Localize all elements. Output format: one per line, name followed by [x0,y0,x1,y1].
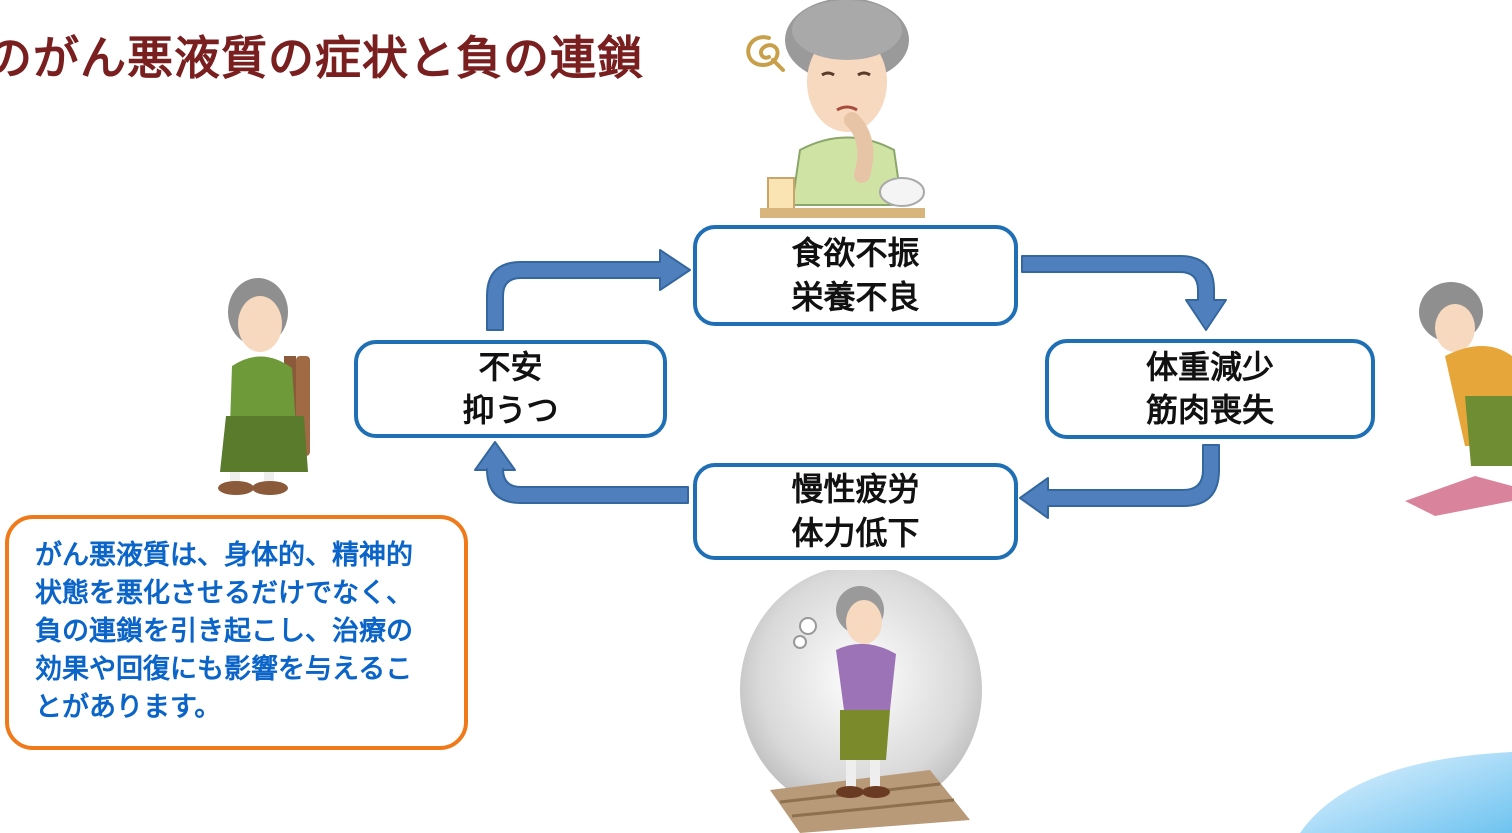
explanation-note: がん悪液質は、身体的、精神的 状態を悪化させるだけでなく、 負の連鎖を引き起こし… [5,515,468,750]
woman-eating-illustration [760,0,925,218]
node-line: 体力低下 [791,513,920,552]
node-line: 栄養不良 [791,277,920,316]
woman-on-stairs-illustration [740,570,982,833]
node-line: 食欲不振 [791,234,920,273]
node-fatigue: 慢性疲労 体力低下 [693,463,1018,560]
note-line: 負の連鎖を引き起こし、治療の [35,616,413,647]
node-appetite-loss: 食欲不振 栄養不良 [693,225,1018,326]
arrow-fatigue-to-anxiety [474,441,689,504]
node-line: 慢性疲労 [791,470,920,509]
arrow-weight-to-fatigue [1019,444,1220,519]
node-line: 抑うつ [462,391,559,429]
woman-sitting-chair-illustration [218,278,310,495]
note-line: とがあります。 [35,692,222,723]
note-line: 状態を悪化させるだけでなく、 [35,578,413,609]
node-line: 不安 [478,347,543,386]
note-line: がん悪液質は、身体的、精神的 [35,540,413,571]
page-title: のがん悪液質の症状と負の連鎖 [0,31,644,85]
decorative-swoosh [1300,752,1512,833]
node-weight-loss: 体重減少 筋肉喪失 [1045,339,1375,439]
arrow-anxiety-to-appetite [486,249,691,331]
node-line: 体重減少 [1145,347,1274,386]
swirl-icon [746,35,785,72]
node-anxiety: 不安 抑うつ [354,340,667,438]
node-line: 筋肉喪失 [1145,391,1274,429]
note-line: 効果や回復にも影響を与えるこ [35,654,413,685]
arrow-appetite-to-weight [1021,255,1227,331]
woman-on-scale-illustration [1405,282,1512,516]
